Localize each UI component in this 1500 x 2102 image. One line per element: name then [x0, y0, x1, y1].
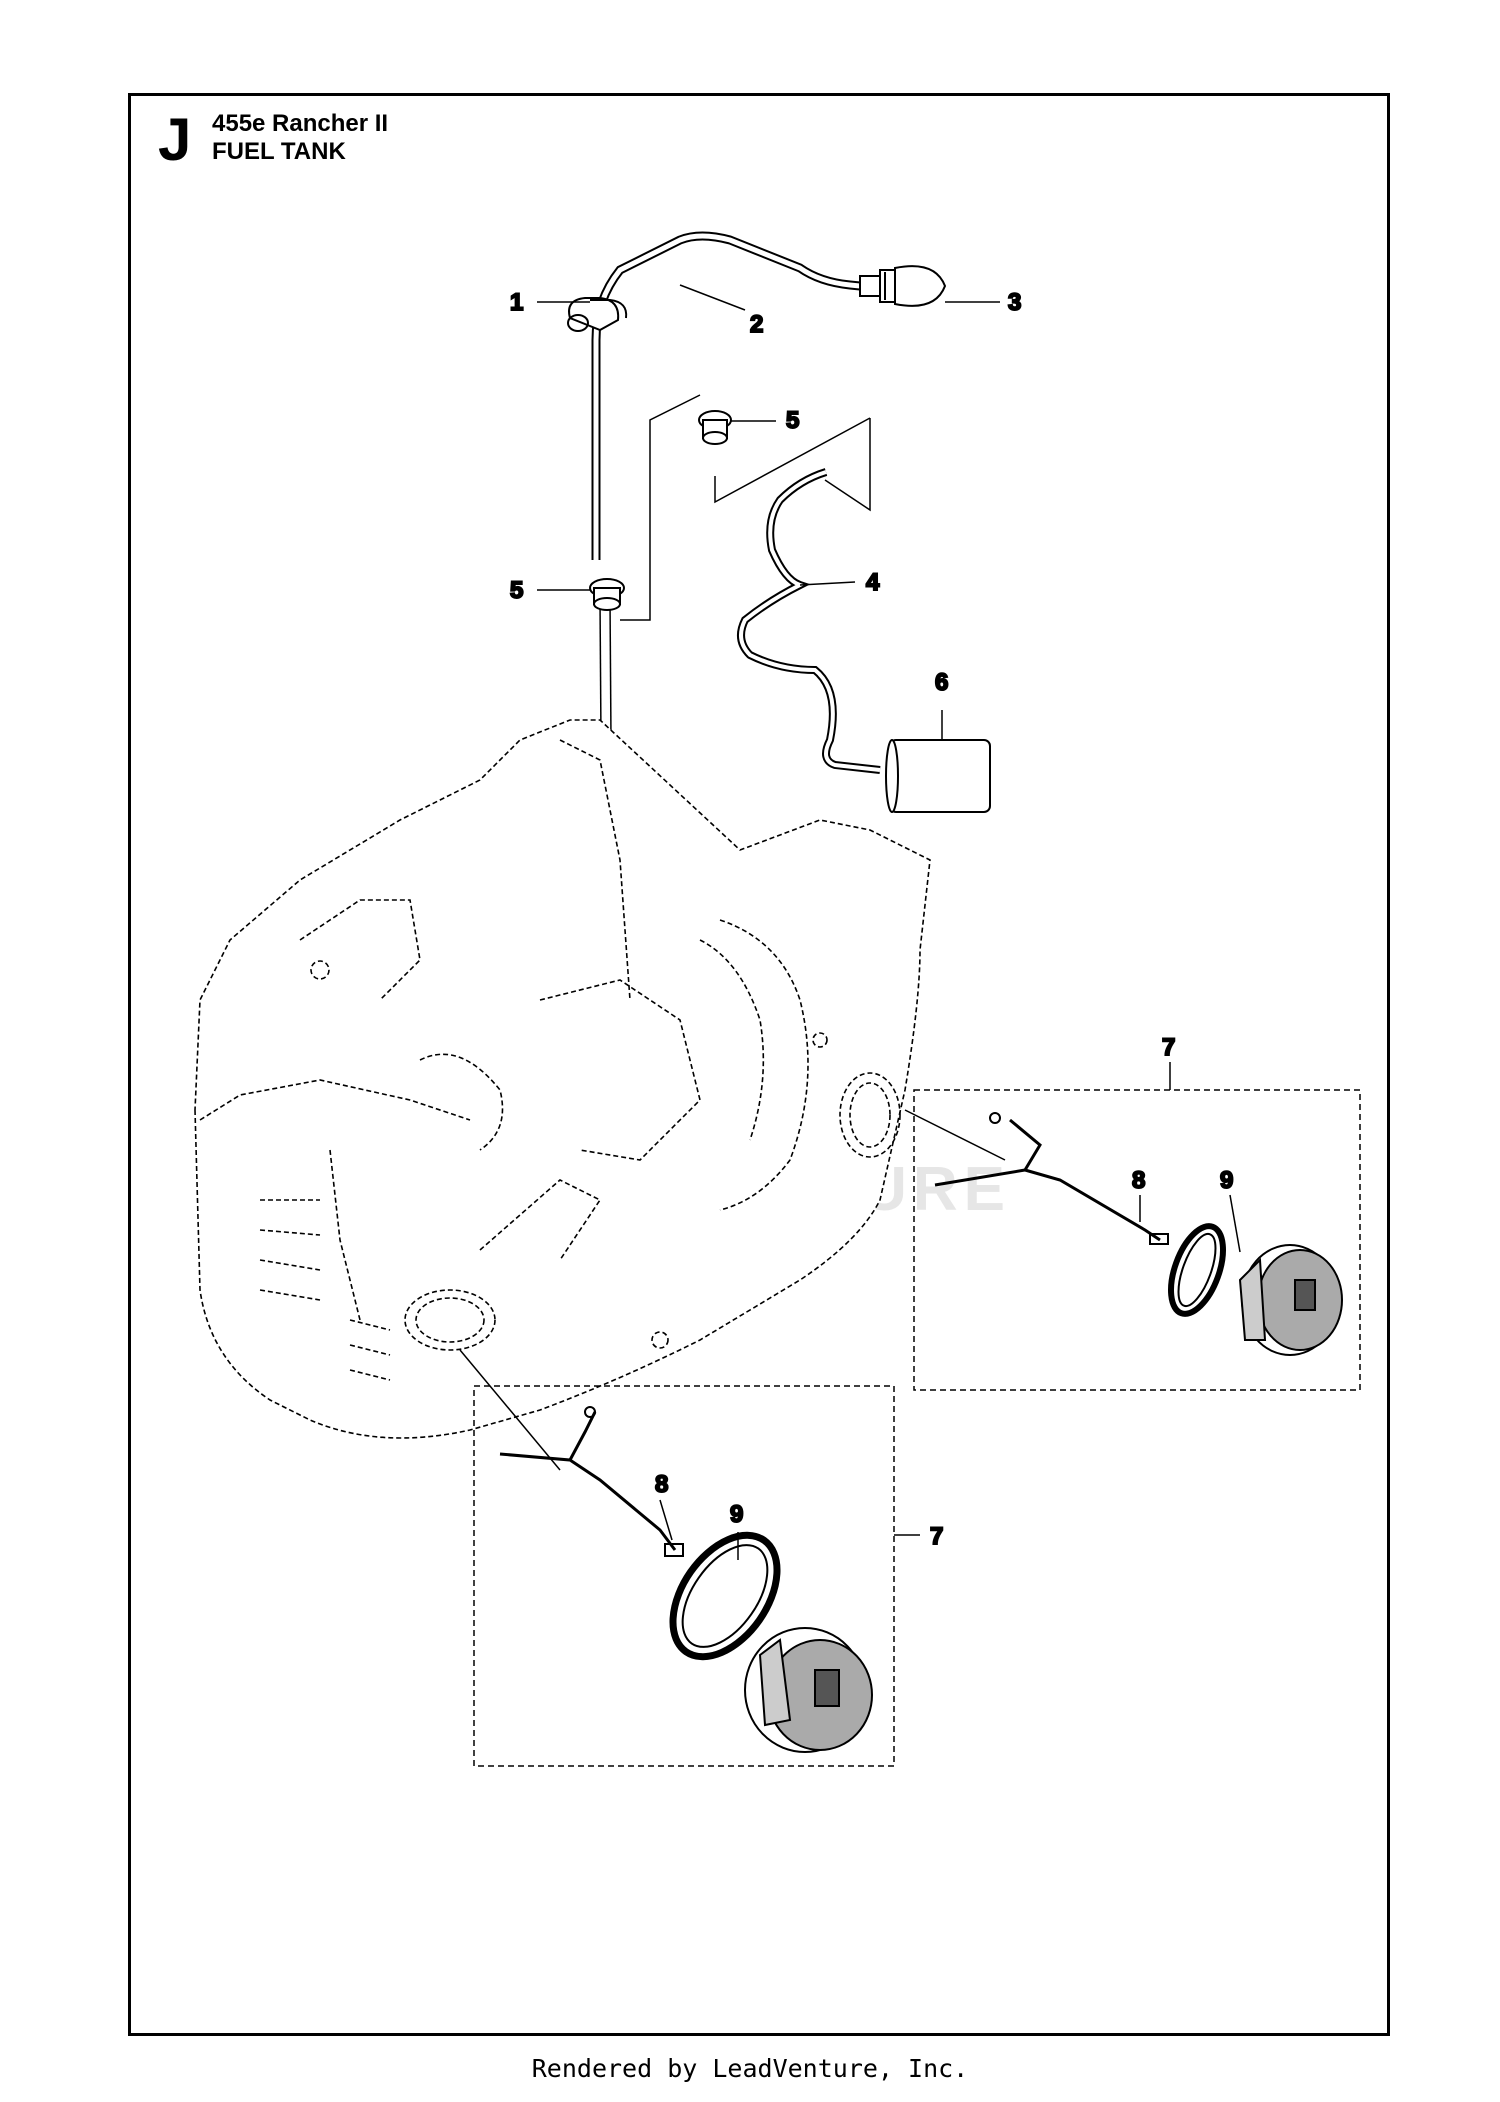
- section-letter: J: [158, 106, 192, 173]
- primer-bulb-part[interactable]: [859, 265, 947, 307]
- o-ring-bottom-part[interactable]: [652, 1516, 799, 1676]
- cap-assembly-box-right: [913, 1089, 1361, 1391]
- grommet-top-part[interactable]: [698, 410, 732, 445]
- section-title: FUEL TANK: [212, 138, 346, 165]
- callout-7-right: 7: [1162, 1034, 1175, 1061]
- fuel-tank-housing: [194, 719, 931, 1439]
- callout-8-bottom: 8: [655, 1471, 668, 1498]
- callout-2: 2: [750, 311, 763, 338]
- callout-5-left: 5: [510, 577, 523, 604]
- grommet-left-part[interactable]: [589, 578, 625, 611]
- callout-7-bottom: 7: [930, 1523, 943, 1550]
- callout-4: 4: [866, 569, 880, 596]
- return-hose-part[interactable]: [737, 468, 881, 774]
- cap-assembly-box-bottom: [473, 1385, 895, 1767]
- callout-1: 1: [510, 289, 523, 316]
- callout-5-top: 5: [786, 407, 799, 434]
- fuel-filter-part[interactable]: [885, 739, 991, 813]
- callout-8-right: 8: [1132, 1167, 1145, 1194]
- o-ring-right-part[interactable]: [1161, 1219, 1234, 1321]
- callout-9-right: 9: [1220, 1167, 1233, 1194]
- diagram-border: [128, 93, 1390, 2036]
- cap-strap-bottom-part[interactable]: [499, 1406, 684, 1557]
- footer-credit: Rendered by LeadVenture, Inc.: [531, 2054, 969, 2083]
- cap-strap-right-part[interactable]: [934, 1112, 1169, 1245]
- fuel-cap-right-part[interactable]: [1238, 1244, 1343, 1356]
- callout-6: 6: [935, 669, 948, 696]
- callout-3: 3: [1008, 289, 1021, 316]
- fuel-cap-bottom-part[interactable]: [744, 1627, 873, 1753]
- elbow-connector-part[interactable]: [567, 297, 628, 332]
- model-name: 455e Rancher II: [212, 110, 389, 137]
- callout-9-bottom: 9: [730, 1501, 743, 1528]
- leader-lines: [537, 284, 1241, 1560]
